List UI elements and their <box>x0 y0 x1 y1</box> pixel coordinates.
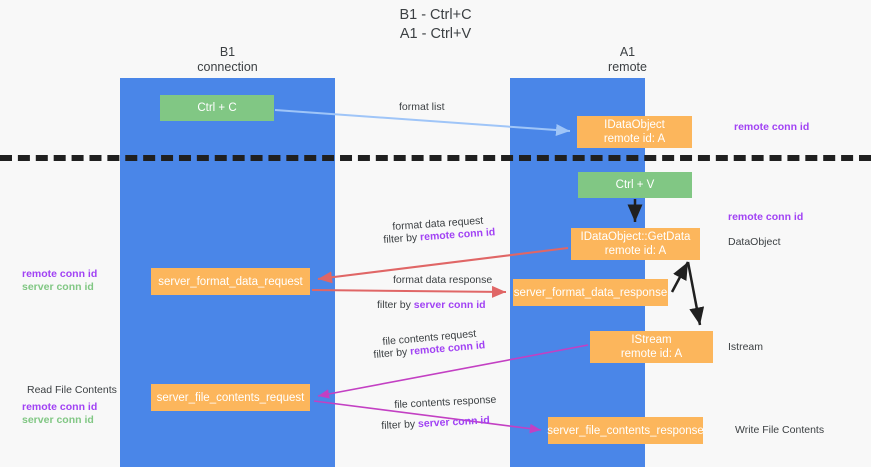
filter-by-text-3: filter by <box>373 345 411 361</box>
filter-value-server-conn-id-2: server conn id <box>417 414 491 431</box>
label-read-file-contents: Read File Contents <box>27 384 117 396</box>
arrow-file-contents-request <box>317 344 589 399</box>
phase-divider <box>0 155 871 161</box>
arrow-file-contents-response <box>313 400 542 434</box>
label-left-server-conn-id-2: server conn id <box>22 414 94 426</box>
box-server-format-data-response[interactable]: server_format_data_response <box>513 279 668 306</box>
label-left-conn-ids-lower: remote conn id server conn id <box>22 401 97 427</box>
box-ctrl-v[interactable]: Ctrl + V <box>578 172 692 198</box>
box-server-file-contents-response[interactable]: server_file_contents_response <box>547 417 704 444</box>
box-idataobject-getdata[interactable]: IDataObject::GetData remote id: A <box>571 228 700 260</box>
label-filter-by-server-conn-id-1: filter by server conn id <box>377 299 486 312</box>
label-format-list: format list <box>399 101 445 113</box>
box-server-file-contents-request[interactable]: server_file_contents_request <box>151 384 310 411</box>
box-idataobject[interactable]: IDataObject remote id: A <box>577 116 692 148</box>
lane-header-a1: A1 remote <box>608 45 647 74</box>
label-left-server-conn-id: server conn id <box>22 281 94 293</box>
label-left-conn-ids-upper: remote conn id server conn id <box>22 268 97 294</box>
filter-by-text-1: filter by <box>383 231 421 246</box>
filter-by-text-2: filter by <box>377 299 414 311</box>
filter-by-text-4: filter by <box>381 418 419 432</box>
label-istream-side: Istream <box>728 341 764 353</box>
arrow-format-list <box>274 109 571 136</box>
lane-header-b1: B1 connection <box>197 45 258 74</box>
arrow-format-data-request <box>317 247 569 284</box>
box-server-format-data-request[interactable]: server_format_data_request <box>151 268 310 295</box>
box-istream[interactable]: IStream remote id: A <box>590 331 713 363</box>
box-ctrl-c[interactable]: Ctrl + C <box>160 95 274 121</box>
arrow-getdata-istream <box>686 261 705 326</box>
label-format-data-response: format data response <box>393 274 493 286</box>
label-write-file-contents: Write File Contents <box>735 424 825 436</box>
label-left-remote-conn-id: remote conn id <box>22 268 98 280</box>
label-remote-conn-id-mid: remote conn id <box>728 211 804 223</box>
diagram-title: B1 - Ctrl+C A1 - Ctrl+V <box>399 7 472 42</box>
label-dataobject: DataObject <box>728 236 781 248</box>
arrow-format-data-response <box>311 285 507 298</box>
arrow-response-getdata <box>670 261 690 293</box>
label-left-remote-conn-id-2: remote conn id <box>22 401 98 413</box>
label-remote-conn-id-top: remote conn id <box>734 121 810 133</box>
filter-value-server-conn-id-1: server conn id <box>413 299 486 311</box>
